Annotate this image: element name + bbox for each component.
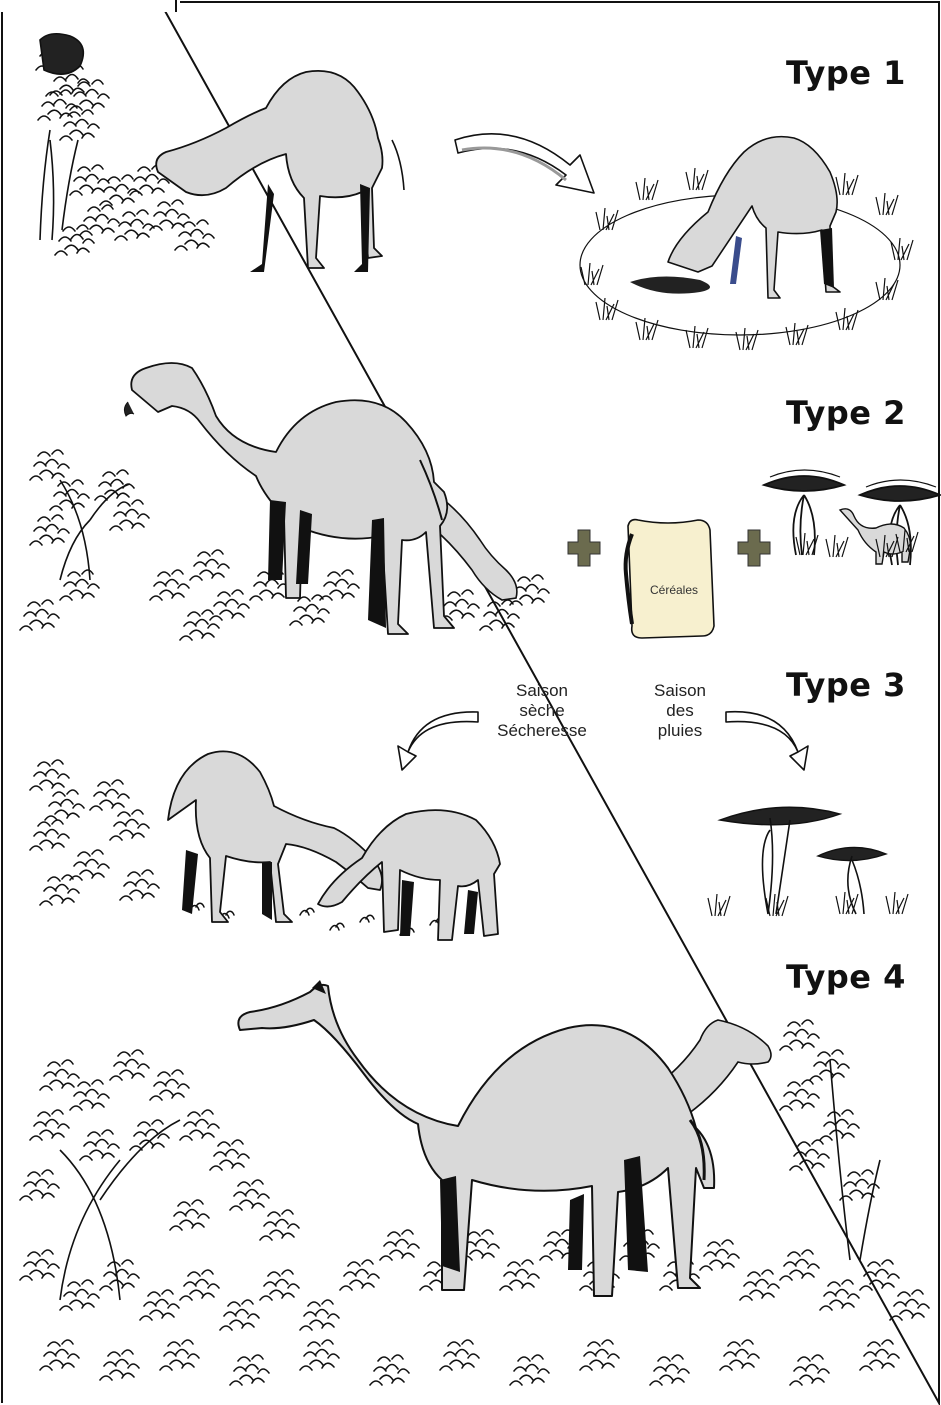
type3-camels <box>168 751 500 940</box>
type-4-title: Type 4 <box>786 958 906 996</box>
type2-plus-icon-1 <box>568 530 600 566</box>
cereal-sack-icon <box>626 520 714 638</box>
cereal-sack-label: Céréales <box>650 583 698 597</box>
rainy-season-line2: des <box>640 701 720 721</box>
type1-arrow-icon <box>455 134 594 193</box>
rainy-season-label: Saison des pluies <box>640 681 720 741</box>
dry-season-arrow-icon <box>398 712 478 770</box>
rainy-season-arrow-icon <box>726 712 808 770</box>
type-2-title: Type 2 <box>786 394 906 432</box>
rainy-season-line3: pluies <box>640 721 720 741</box>
type2-acacia-camel <box>764 470 940 565</box>
type-3-title: Type 3 <box>786 666 906 704</box>
type4-camels <box>238 980 771 1296</box>
rainy-season-line1: Saison <box>640 681 720 701</box>
type1-enclosure <box>580 137 913 350</box>
type4-vegetation <box>20 1020 929 1385</box>
dry-season-line1: Saison <box>484 681 600 701</box>
type3-acacias <box>708 807 908 916</box>
type1-browsing-camel <box>156 71 404 272</box>
type2-plus-icon-2 <box>738 530 770 566</box>
dry-season-label: Saison sèche Sécheresse <box>484 681 600 741</box>
type-1-title: Type 1 <box>786 54 906 92</box>
dry-season-line3: Sécheresse <box>484 721 600 741</box>
dry-season-line2: sèche <box>484 701 600 721</box>
